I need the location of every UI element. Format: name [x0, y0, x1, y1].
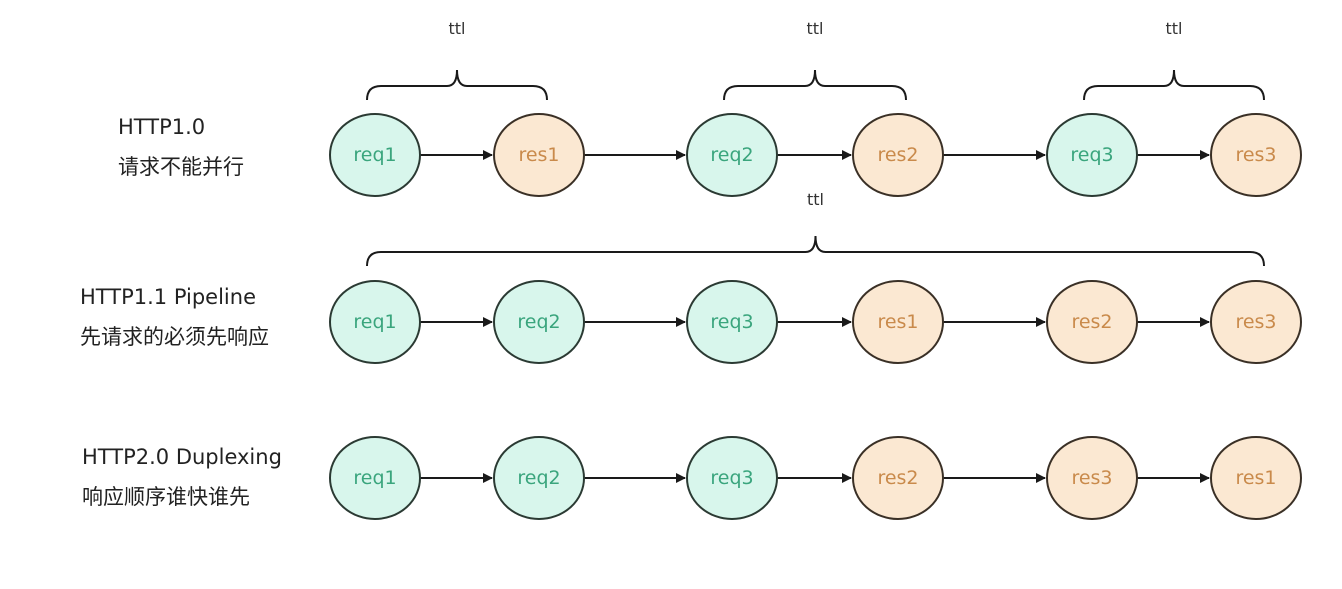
node-res2-row2: res2	[1046, 280, 1138, 364]
nodes-layer: req1 res1 req2 res2 req3 res3 req1 req2 req3 res1…	[329, 113, 1302, 520]
node-circle	[686, 280, 778, 364]
node-circle	[329, 113, 421, 197]
node-res2-row1: res2	[852, 113, 944, 197]
node-res2-row3: res2	[852, 436, 944, 520]
node-label: req2	[710, 144, 753, 166]
node-label: req1	[353, 144, 396, 166]
braces-layer: ttl ttl ttl ttl	[366, 19, 1265, 267]
node-res1-row3: res1	[1210, 436, 1302, 520]
edges-layer	[420, 150, 1210, 483]
node-circle	[852, 436, 944, 520]
node-label: res2	[877, 144, 918, 166]
node-res3-row3: res3	[1046, 436, 1138, 520]
node-label: res1	[877, 311, 918, 333]
row-1-title: HTTP1.0	[118, 115, 205, 139]
row-3-title: HTTP2.0 Duplexing	[82, 445, 282, 469]
brace-row1-3	[1083, 69, 1265, 101]
node-circle	[1046, 280, 1138, 364]
node-req2-row2: req2	[493, 280, 585, 364]
row-3-subtitle: 响应顺序谁快谁先	[82, 485, 250, 509]
node-circle	[493, 436, 585, 520]
node-label: res3	[1235, 144, 1276, 166]
node-label: req3	[710, 311, 753, 333]
node-req3-row3: req3	[686, 436, 778, 520]
node-label: res2	[877, 467, 918, 489]
node-circle	[329, 436, 421, 520]
ttl-label: ttl	[807, 19, 824, 38]
brace-row1-1	[366, 69, 548, 101]
node-res1-row1: res1	[493, 113, 585, 197]
node-label: req3	[710, 467, 753, 489]
row-2-subtitle: 先请求的必须先响应	[80, 325, 269, 349]
node-res3-row1: res3	[1210, 113, 1302, 197]
node-circle	[686, 436, 778, 520]
node-req1-row2: req1	[329, 280, 421, 364]
row-2-title: HTTP1.1 Pipeline	[80, 285, 256, 309]
node-label: res3	[1235, 311, 1276, 333]
brace-row2-1	[366, 235, 1265, 267]
node-req1-row1: req1	[329, 113, 421, 197]
node-label: req1	[353, 311, 396, 333]
node-circle	[329, 280, 421, 364]
node-req3-row2: req3	[686, 280, 778, 364]
node-circle	[1046, 436, 1138, 520]
ttl-label: ttl	[1166, 19, 1183, 38]
node-label: req2	[517, 467, 560, 489]
node-label: req2	[517, 311, 560, 333]
node-label: res1	[518, 144, 559, 166]
node-res1-row2: res1	[852, 280, 944, 364]
node-req3-row1: req3	[1046, 113, 1138, 197]
node-res3-row2: res3	[1210, 280, 1302, 364]
node-circle	[493, 280, 585, 364]
node-circle	[686, 113, 778, 197]
node-label: res2	[1071, 311, 1112, 333]
node-circle	[1210, 280, 1302, 364]
node-circle	[1210, 436, 1302, 520]
node-label: req3	[1070, 144, 1113, 166]
node-circle	[493, 113, 585, 197]
ttl-label: ttl	[807, 190, 824, 209]
row-1-subtitle: 请求不能并行	[118, 155, 244, 179]
node-circle	[1210, 113, 1302, 197]
node-label: req1	[353, 467, 396, 489]
node-label: res3	[1071, 467, 1112, 489]
ttl-label: ttl	[449, 19, 466, 38]
node-circle	[852, 280, 944, 364]
node-req1-row3: req1	[329, 436, 421, 520]
node-circle	[852, 113, 944, 197]
node-circle	[1046, 113, 1138, 197]
node-req2-row1: req2	[686, 113, 778, 197]
brace-row1-2	[723, 69, 907, 101]
node-req2-row3: req2	[493, 436, 585, 520]
node-label: res1	[1235, 467, 1276, 489]
